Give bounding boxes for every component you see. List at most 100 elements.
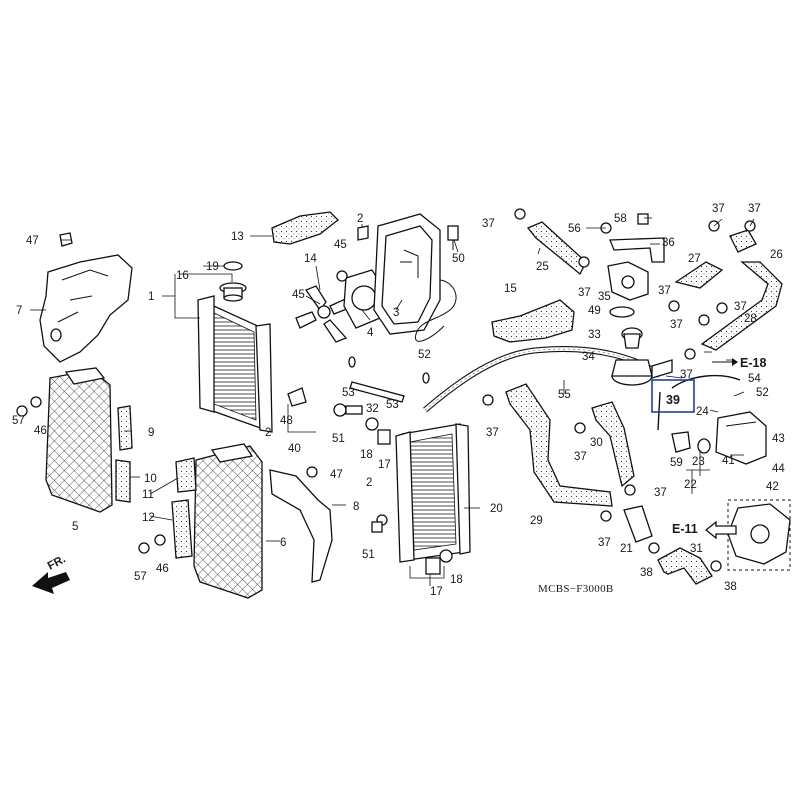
callout-51[interactable]: 51 bbox=[362, 549, 375, 561]
callout-14[interactable]: 14 bbox=[304, 253, 317, 265]
callout-20[interactable]: 20 bbox=[490, 503, 503, 515]
callout-8[interactable]: 8 bbox=[353, 501, 359, 513]
highlight-box-39[interactable] bbox=[651, 379, 695, 413]
callout-41[interactable]: 41 bbox=[722, 455, 735, 467]
callout-16[interactable]: 16 bbox=[176, 270, 189, 282]
callout-6[interactable]: 6 bbox=[280, 537, 286, 549]
callout-52[interactable]: 52 bbox=[418, 349, 431, 361]
callout-36[interactable]: 36 bbox=[662, 237, 675, 249]
callout-2[interactable]: 2 bbox=[357, 213, 363, 225]
callout-13[interactable]: 13 bbox=[231, 231, 244, 243]
callout-32[interactable]: 32 bbox=[366, 403, 379, 415]
callout-29[interactable]: 29 bbox=[530, 515, 543, 527]
callout-30[interactable]: 30 bbox=[590, 437, 603, 449]
collar-18-17-center bbox=[365, 417, 391, 445]
callout-37[interactable]: 37 bbox=[670, 319, 683, 331]
callout-22[interactable]: 22 bbox=[684, 479, 697, 491]
callout-18[interactable]: 18 bbox=[360, 449, 373, 461]
callout-38[interactable]: 38 bbox=[640, 567, 653, 579]
callout-37[interactable]: 37 bbox=[658, 285, 671, 297]
callout-49[interactable]: 49 bbox=[588, 305, 601, 317]
callout-43[interactable]: 43 bbox=[772, 433, 785, 445]
callout-53[interactable]: 53 bbox=[342, 387, 355, 399]
sensor-48 bbox=[287, 387, 307, 407]
pipe-32 bbox=[349, 381, 405, 403]
ref-e11[interactable]: E-11 bbox=[672, 522, 698, 536]
callout-28[interactable]: 28 bbox=[744, 313, 757, 325]
callout-31[interactable]: 31 bbox=[690, 543, 703, 555]
callout-18[interactable]: 18 bbox=[450, 574, 463, 586]
callout-24[interactable]: 24 bbox=[696, 406, 709, 418]
foam-panel-13 bbox=[271, 211, 339, 245]
callout-35[interactable]: 35 bbox=[598, 291, 611, 303]
callout-37[interactable]: 37 bbox=[654, 487, 667, 499]
callout-4[interactable]: 4 bbox=[367, 327, 374, 339]
callout-45[interactable]: 45 bbox=[292, 289, 305, 301]
callout-26[interactable]: 26 bbox=[770, 249, 783, 261]
callout-11[interactable]: 11 bbox=[142, 489, 154, 501]
callout-5[interactable]: 5 bbox=[72, 521, 78, 533]
callout-37[interactable]: 37 bbox=[574, 451, 587, 463]
callout-7[interactable]: 7 bbox=[16, 305, 22, 317]
callout-17[interactable]: 17 bbox=[430, 586, 443, 598]
callout-27[interactable]: 27 bbox=[688, 253, 701, 265]
thermostat-cover-35 bbox=[607, 261, 649, 301]
callout-21[interactable]: 21 bbox=[620, 543, 633, 555]
callout-54[interactable]: 54 bbox=[748, 373, 761, 385]
callout-44[interactable]: 44 bbox=[772, 463, 785, 475]
callout-19[interactable]: 19 bbox=[206, 261, 219, 273]
callout-59[interactable]: 59 bbox=[670, 457, 683, 469]
callout-48[interactable]: 48 bbox=[280, 415, 293, 427]
callout-34[interactable]: 34 bbox=[582, 351, 595, 363]
callout-53[interactable]: 53 bbox=[386, 399, 399, 411]
callout-46[interactable]: 46 bbox=[34, 425, 47, 437]
callout-45[interactable]: 45 bbox=[334, 239, 347, 251]
seal-12 bbox=[171, 499, 193, 559]
callout-37[interactable]: 37 bbox=[712, 203, 725, 215]
callout-2[interactable]: 2 bbox=[265, 427, 271, 439]
callout-38[interactable]: 38 bbox=[724, 581, 737, 593]
hose-27-28 bbox=[674, 261, 783, 351]
callout-51[interactable]: 51 bbox=[332, 433, 345, 445]
callout-57[interactable]: 57 bbox=[134, 571, 147, 583]
tube-22 bbox=[657, 374, 741, 431]
left-upper-cover-7 bbox=[39, 254, 133, 363]
callout-37[interactable]: 37 bbox=[680, 369, 693, 381]
callout-40[interactable]: 40 bbox=[288, 443, 301, 455]
callout-37[interactable]: 37 bbox=[482, 218, 495, 230]
callout-58[interactable]: 58 bbox=[614, 213, 627, 225]
callout-2[interactable]: 2 bbox=[366, 477, 372, 489]
callout-12[interactable]: 12 bbox=[142, 512, 155, 524]
hose-31 bbox=[657, 547, 713, 585]
callout-15[interactable]: 15 bbox=[504, 283, 517, 295]
callout-23[interactable]: 23 bbox=[692, 456, 705, 468]
callout-47[interactable]: 47 bbox=[26, 235, 39, 247]
callout-37[interactable]: 37 bbox=[598, 537, 611, 549]
bolt-57-46-left bbox=[16, 396, 42, 417]
air-guide-8 bbox=[269, 469, 333, 583]
callout-37[interactable]: 37 bbox=[748, 203, 761, 215]
collar-17-18-lower bbox=[425, 549, 453, 575]
callout-55[interactable]: 55 bbox=[558, 389, 571, 401]
ref-e18[interactable]: E-18 bbox=[740, 356, 766, 370]
callout-37[interactable]: 37 bbox=[734, 301, 747, 313]
callout-37[interactable]: 37 bbox=[578, 287, 591, 299]
callout-50[interactable]: 50 bbox=[452, 253, 465, 265]
callout-10[interactable]: 10 bbox=[144, 473, 157, 485]
callout-17[interactable]: 17 bbox=[378, 459, 391, 471]
callout-57[interactable]: 57 bbox=[12, 415, 25, 427]
callout-56[interactable]: 56 bbox=[568, 223, 581, 235]
hose-29 bbox=[505, 383, 613, 507]
callout-42[interactable]: 42 bbox=[766, 481, 779, 493]
callout-46[interactable]: 46 bbox=[156, 563, 169, 575]
left-radiator-grille-5 bbox=[45, 367, 113, 513]
callout-52[interactable]: 52 bbox=[756, 387, 769, 399]
callout-9[interactable]: 9 bbox=[148, 427, 154, 439]
callout-1[interactable]: 1 bbox=[148, 291, 154, 303]
callout-3[interactable]: 3 bbox=[393, 307, 399, 319]
callout-37[interactable]: 37 bbox=[486, 427, 499, 439]
callout-25[interactable]: 25 bbox=[536, 261, 549, 273]
callout-47[interactable]: 47 bbox=[330, 469, 343, 481]
callout-33[interactable]: 33 bbox=[588, 329, 601, 341]
leader-lines bbox=[30, 217, 755, 586]
